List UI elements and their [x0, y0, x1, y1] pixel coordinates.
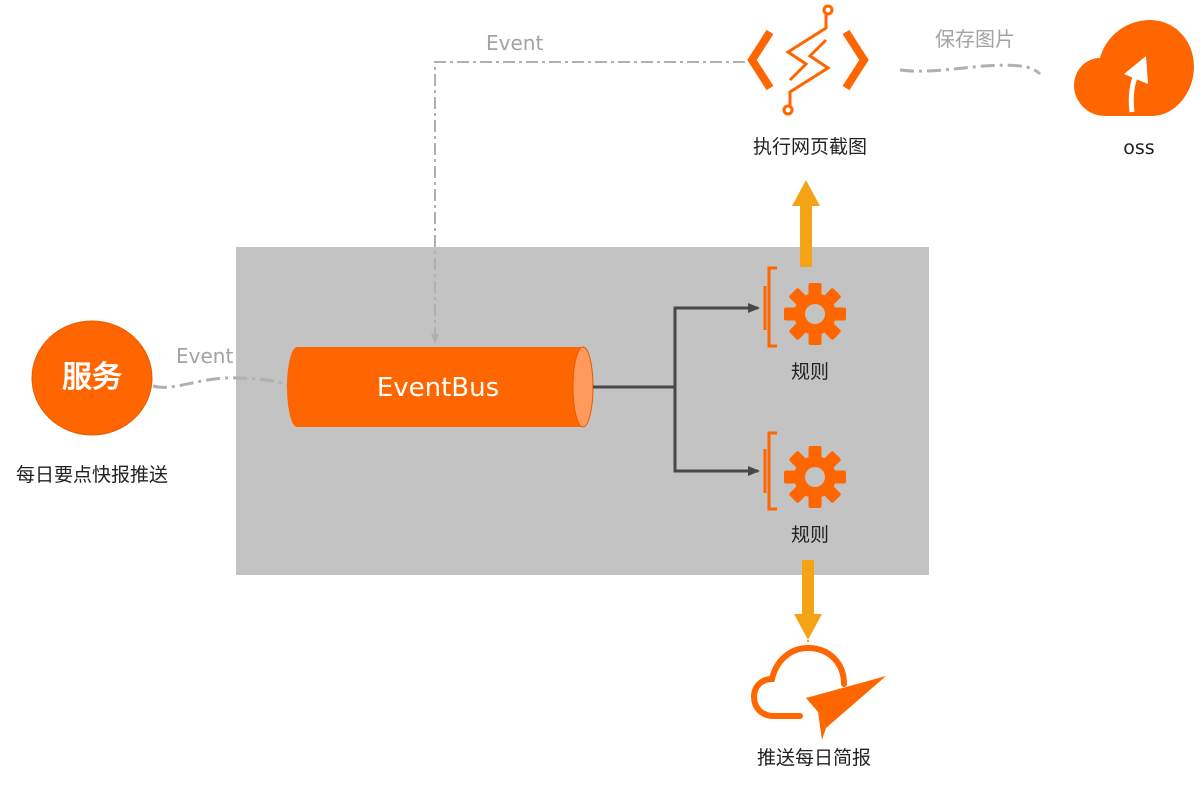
bus-to-rule-top-arrow	[673, 303, 760, 387]
bus-to-rule-bottom-arrow	[673, 387, 760, 476]
gear-icon	[763, 266, 846, 348]
service-to-bus-event-line	[152, 376, 289, 389]
oss-label: oss	[1123, 137, 1155, 159]
screenshot-to-bus-event-line	[431, 61, 745, 344]
screenshot-to-oss-line	[899, 63, 1042, 76]
rule-bottom-label: 规则	[790, 524, 830, 546]
push-label: 推送每日简报	[756, 747, 872, 769]
eventbus-label: EventBus	[376, 373, 500, 403]
function-compute-icon	[747, 4, 869, 116]
cloud-upload-icon	[1074, 20, 1194, 116]
service-caption: 每日要点快报推送	[15, 464, 169, 486]
service-to-bus-event-label: Event	[176, 344, 234, 368]
screenshot-to-oss-label: 保存图片	[935, 27, 1015, 51]
service-node-label: 服务	[62, 360, 122, 395]
screenshot-label: 执行网页截图	[752, 136, 868, 158]
gear-icon	[763, 431, 846, 511]
cloud-paper-plane-icon	[750, 644, 886, 740]
screenshot-to-bus-event-label: Event	[486, 31, 544, 55]
rule-to-screenshot-arrow	[792, 180, 820, 267]
rule-to-push-arrow	[794, 560, 822, 640]
rule-top-label: 规则	[790, 361, 830, 383]
service-circle	[31, 320, 153, 436]
